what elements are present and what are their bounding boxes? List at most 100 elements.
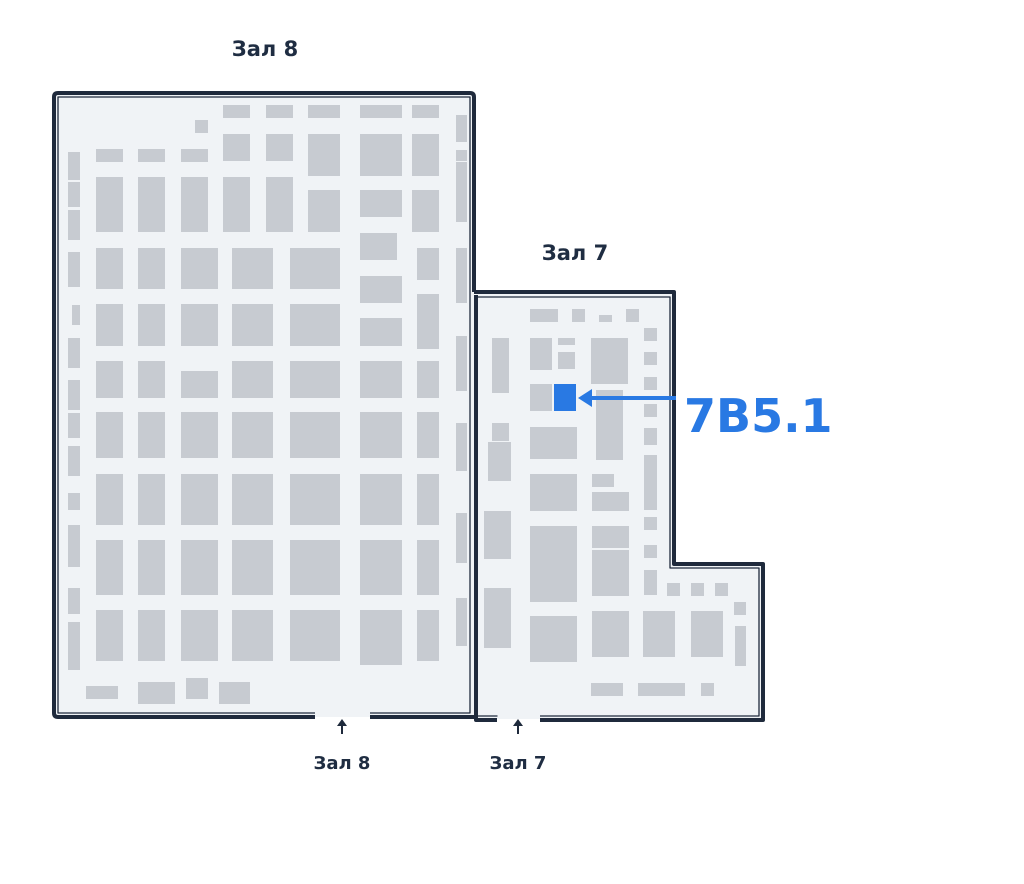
exhibition-stand[interactable]: [492, 338, 509, 393]
exhibition-stand[interactable]: [86, 686, 118, 699]
exhibition-stand[interactable]: [138, 361, 165, 398]
exhibition-stand[interactable]: [592, 550, 629, 596]
exhibition-stand[interactable]: [96, 474, 123, 525]
exhibition-stand[interactable]: [644, 352, 657, 365]
exhibition-stand[interactable]: [412, 190, 439, 232]
exhibition-stand[interactable]: [644, 517, 657, 530]
exhibition-stand[interactable]: [667, 583, 680, 596]
exhibition-stand[interactable]: [412, 105, 439, 118]
exhibition-stand[interactable]: [644, 455, 657, 510]
exhibition-stand[interactable]: [181, 371, 218, 398]
exhibition-stand[interactable]: [643, 611, 675, 657]
exhibition-stand[interactable]: [638, 683, 685, 696]
exhibition-stand[interactable]: [456, 115, 467, 142]
exhibition-stand[interactable]: [219, 682, 250, 704]
exhibition-stand[interactable]: [591, 683, 623, 696]
exhibition-stand[interactable]: [138, 177, 165, 232]
exhibition-stand[interactable]: [96, 540, 123, 595]
exhibition-stand[interactable]: [266, 177, 293, 232]
exhibition-stand[interactable]: [456, 598, 467, 646]
exhibition-stand[interactable]: [181, 610, 218, 661]
exhibition-stand[interactable]: [360, 233, 397, 260]
exhibition-stand[interactable]: [68, 182, 80, 207]
exhibition-stand[interactable]: [138, 248, 165, 289]
exhibition-stand[interactable]: [417, 248, 439, 280]
exhibition-stand[interactable]: [186, 678, 208, 699]
exhibition-stand[interactable]: [232, 304, 273, 346]
exhibition-stand[interactable]: [232, 412, 273, 458]
exhibition-stand[interactable]: [72, 305, 80, 325]
exhibition-stand[interactable]: [138, 412, 165, 458]
exhibition-stand[interactable]: [138, 474, 165, 525]
exhibition-stand[interactable]: [360, 318, 402, 346]
exhibition-stand[interactable]: [530, 384, 552, 411]
exhibition-stand[interactable]: [412, 134, 439, 176]
exhibition-stand[interactable]: [360, 412, 402, 458]
exhibition-stand[interactable]: [734, 602, 746, 615]
exhibition-stand[interactable]: [456, 423, 467, 471]
exhibition-stand[interactable]: [68, 380, 80, 410]
exhibition-stand[interactable]: [644, 545, 657, 558]
exhibition-stand[interactable]: [181, 474, 218, 525]
exhibition-stand[interactable]: [591, 338, 628, 384]
exhibition-stand[interactable]: [530, 338, 552, 370]
exhibition-stand[interactable]: [691, 583, 704, 596]
exhibition-stand[interactable]: [96, 304, 123, 346]
exhibition-stand[interactable]: [701, 683, 714, 696]
exhibition-stand[interactable]: [488, 442, 511, 481]
exhibition-stand[interactable]: [456, 248, 467, 303]
exhibition-stand[interactable]: [232, 474, 273, 525]
entrance-hall-7[interactable]: Зал 7: [490, 719, 547, 774]
exhibition-stand[interactable]: [232, 361, 273, 398]
exhibition-stand[interactable]: [360, 134, 402, 176]
exhibition-stand[interactable]: [558, 338, 575, 345]
exhibition-stand[interactable]: [592, 611, 629, 657]
exhibition-stand[interactable]: [223, 134, 250, 161]
exhibition-stand[interactable]: [417, 412, 439, 458]
exhibition-stand[interactable]: [290, 248, 340, 289]
exhibition-stand[interactable]: [456, 336, 467, 391]
exhibition-stand[interactable]: [530, 474, 577, 511]
exhibition-stand[interactable]: [68, 252, 80, 287]
exhibition-stand[interactable]: [558, 352, 575, 369]
exhibition-stand[interactable]: [592, 492, 629, 511]
exhibition-stand[interactable]: [691, 611, 723, 657]
exhibition-stand[interactable]: [290, 304, 340, 346]
exhibition-stand[interactable]: [181, 177, 208, 232]
exhibition-stand[interactable]: [138, 610, 165, 661]
exhibition-stand[interactable]: [308, 190, 340, 232]
exhibition-stand[interactable]: [308, 134, 340, 176]
exhibition-stand[interactable]: [735, 626, 746, 666]
exhibition-stand[interactable]: [138, 149, 165, 162]
exhibition-stand[interactable]: [360, 540, 402, 595]
exhibition-stand[interactable]: [308, 105, 340, 118]
exhibition-stand[interactable]: [68, 210, 80, 240]
exhibition-stand[interactable]: [181, 304, 218, 346]
exhibition-stand[interactable]: [96, 361, 123, 398]
exhibition-stand[interactable]: [68, 446, 80, 476]
exhibition-stand[interactable]: [68, 152, 80, 180]
exhibition-stand[interactable]: [530, 616, 577, 662]
exhibition-stand[interactable]: [68, 338, 80, 368]
exhibition-stand[interactable]: [592, 526, 629, 548]
exhibition-stand[interactable]: [266, 134, 293, 161]
exhibition-stand[interactable]: [96, 248, 123, 289]
exhibition-stand[interactable]: [456, 513, 467, 563]
exhibition-stand[interactable]: [572, 309, 585, 322]
exhibition-stand[interactable]: [484, 511, 511, 559]
exhibition-stand[interactable]: [360, 105, 402, 118]
exhibition-stand[interactable]: [417, 474, 439, 525]
exhibition-stand[interactable]: [644, 328, 657, 341]
exhibition-stand[interactable]: [599, 315, 612, 322]
exhibition-stand[interactable]: [68, 588, 80, 614]
exhibition-stand[interactable]: [181, 149, 208, 162]
exhibition-stand[interactable]: [266, 105, 293, 118]
exhibition-stand[interactable]: [138, 540, 165, 595]
exhibition-stand[interactable]: [530, 526, 577, 602]
exhibition-stand[interactable]: [290, 610, 340, 661]
exhibition-stand[interactable]: [417, 361, 439, 398]
exhibition-stand[interactable]: [138, 682, 175, 704]
exhibition-stand[interactable]: [644, 570, 657, 595]
exhibition-stand[interactable]: [644, 428, 657, 445]
exhibition-stand[interactable]: [530, 309, 558, 322]
